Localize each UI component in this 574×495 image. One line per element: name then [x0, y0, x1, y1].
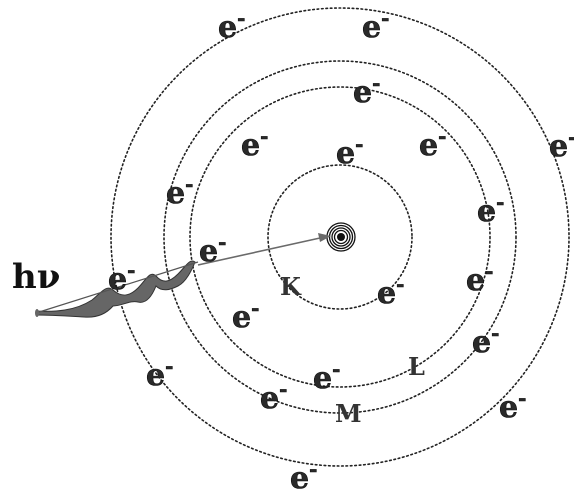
electron-outer-6: e-	[290, 457, 317, 495]
electron-outer-4: e-	[146, 354, 173, 393]
electron-outer-5: e-	[499, 386, 526, 425]
photon-label: hν	[12, 257, 60, 297]
photon-arrow-line	[35, 261, 199, 314]
ejection-arrow-line	[197, 237, 321, 266]
nucleus-core	[337, 233, 345, 241]
orbit-l	[189, 86, 491, 388]
orbit-k	[267, 164, 413, 310]
electron-l-3: e-	[477, 190, 504, 229]
ejection-arrow-head	[318, 233, 331, 242]
electron-l-4: e-	[199, 230, 226, 269]
electron-m-3: e-	[108, 258, 135, 297]
electron-k-1: e-	[336, 132, 363, 171]
nucleus	[326, 222, 356, 252]
photon-wave	[35, 260, 199, 318]
electron-l-6: e-	[232, 296, 259, 335]
electron-outer-3: e-	[549, 125, 574, 164]
nucleus-ring-3	[331, 227, 351, 247]
electron-l-7: e-	[313, 357, 340, 396]
orbit-outer	[110, 7, 570, 467]
ejection-arrow	[197, 233, 331, 266]
electrons: e- e- e- e- e- e- e- e- e- e- e- e- e- e…	[108, 6, 574, 495]
electron-l-1: e-	[241, 124, 268, 163]
shell-label-m: M	[335, 399, 362, 428]
electron-l-5: e-	[466, 259, 493, 298]
electron-m-2: e-	[166, 172, 193, 211]
photon-tail	[35, 309, 39, 317]
orbital-shells	[110, 7, 570, 467]
electron-m-1: e-	[353, 71, 380, 110]
shell-label-l: L	[408, 352, 425, 381]
nucleus-ring-4	[333, 229, 349, 245]
electron-outer-2: e-	[362, 6, 389, 45]
electron-l-2: e-	[419, 124, 446, 163]
electron-k-2: e-	[377, 272, 404, 311]
electron-m-4: e-	[260, 377, 287, 416]
shell-label-k: K	[280, 272, 302, 301]
electron-l-8: e-	[472, 321, 499, 360]
orbit-m	[163, 60, 517, 414]
nucleus-ring-2	[328, 224, 354, 250]
photon-wave-shape	[35, 260, 196, 318]
electron-outer-1: e-	[218, 6, 245, 45]
